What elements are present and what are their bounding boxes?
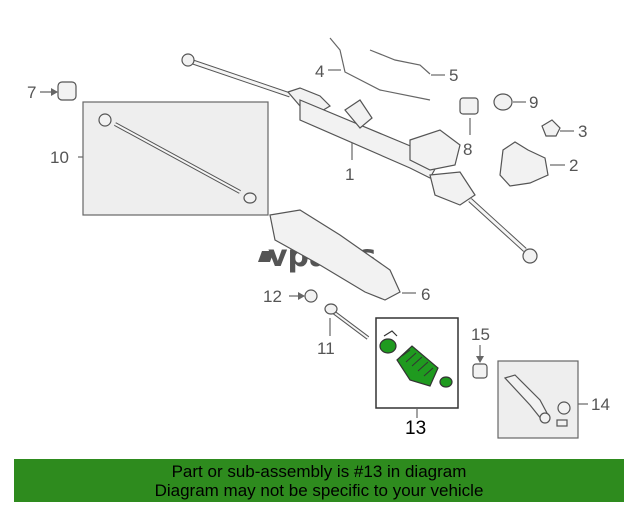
callout-12: 12 bbox=[263, 287, 282, 306]
callout-10: 10 bbox=[50, 148, 69, 167]
part-10-group[interactable]: 10 bbox=[50, 101, 269, 216]
part-4-group[interactable]: 4 bbox=[315, 37, 431, 101]
part-13-group[interactable]: 13 bbox=[375, 317, 459, 439]
callout-11: 11 bbox=[317, 339, 335, 358]
callout-1: 1 bbox=[345, 165, 354, 184]
part-7-group[interactable]: 7 bbox=[27, 81, 77, 102]
callout-5: 5 bbox=[449, 66, 458, 85]
part-6-group[interactable]: 6 bbox=[269, 209, 430, 304]
parts-diagram: 10 7 1 4 5 8 bbox=[27, 37, 610, 439]
part-info-banner: Part or sub-assembly is #13 in diagram D… bbox=[14, 459, 624, 502]
part-2-group[interactable]: 2 bbox=[499, 141, 578, 187]
callout-2: 2 bbox=[569, 156, 578, 175]
callout-6: 6 bbox=[421, 285, 430, 304]
part-14-group[interactable]: 14 bbox=[497, 360, 610, 439]
callout-3: 3 bbox=[578, 122, 587, 141]
callout-9: 9 bbox=[529, 93, 538, 112]
callout-8: 8 bbox=[463, 140, 472, 159]
part-8-group[interactable]: 8 bbox=[459, 97, 479, 159]
part-12-group[interactable]: 12 bbox=[263, 287, 318, 306]
footer-line-1: Part or sub-assembly is #13 in diagram bbox=[171, 462, 467, 481]
callout-14: 14 bbox=[591, 395, 610, 414]
part-9-group[interactable]: 9 bbox=[493, 93, 538, 112]
callout-15: 15 bbox=[471, 325, 490, 344]
callout-13: 13 bbox=[405, 418, 426, 439]
part-1-group[interactable]: 1 bbox=[181, 53, 538, 264]
part-3-group[interactable]: 3 bbox=[541, 119, 587, 141]
footer-line-2: Diagram may not be specific to your vehi… bbox=[154, 481, 484, 500]
callout-7: 7 bbox=[27, 83, 36, 102]
part-15-group[interactable]: 15 bbox=[471, 325, 490, 379]
part-5-group[interactable]: 5 bbox=[369, 49, 458, 85]
callout-4: 4 bbox=[315, 62, 324, 81]
part-11-group[interactable]: 11 bbox=[317, 303, 370, 358]
